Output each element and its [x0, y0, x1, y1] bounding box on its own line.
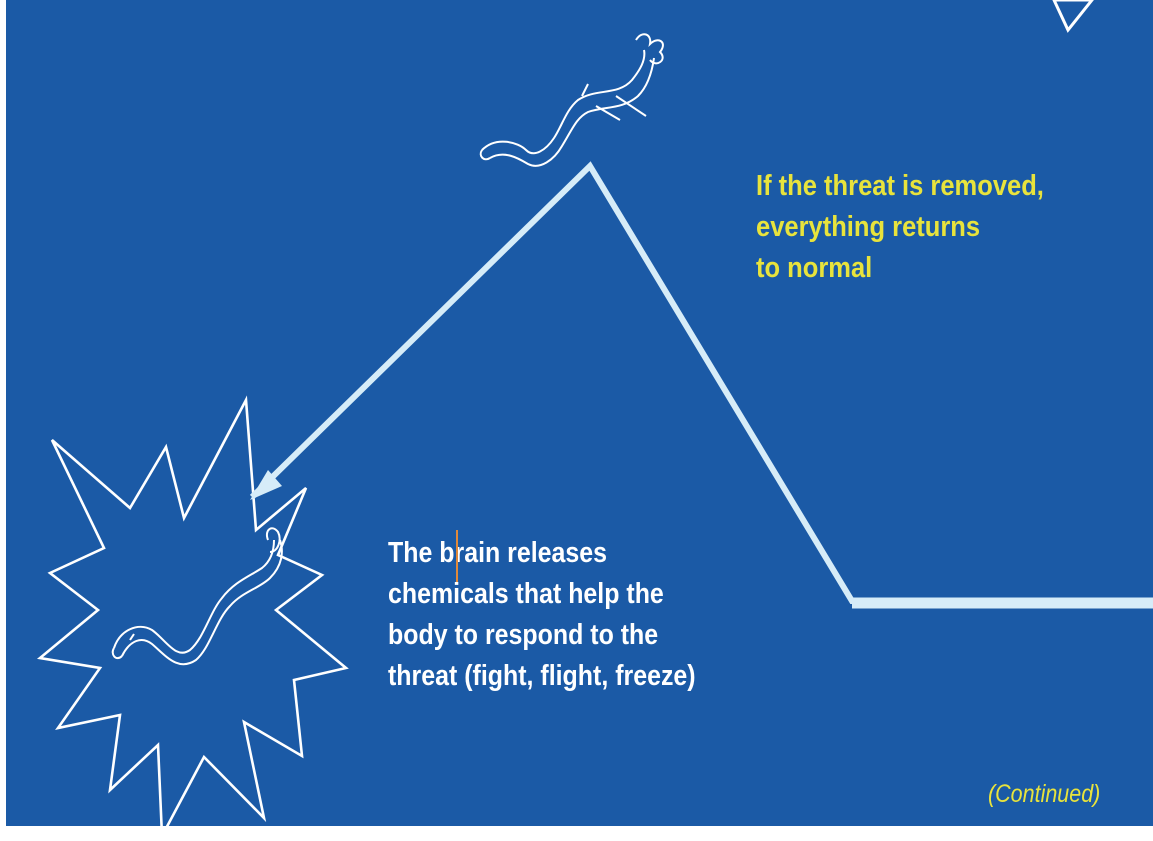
diagram-canvas: If the threat is removed, everything ret…	[6, 0, 1153, 826]
annotation-line: to normal	[756, 248, 1044, 289]
annotation-line: threat (fight, flight, freeze)	[388, 656, 696, 697]
corner-shape	[1054, 0, 1092, 30]
snake-icon	[113, 528, 282, 664]
brain-response-annotation: The brain releases chemicals that help t…	[388, 533, 696, 697]
text-cursor	[456, 530, 458, 582]
annotation-line: everything returns	[756, 207, 1044, 248]
annotation-line: body to respond to the	[388, 615, 696, 656]
annotation-line: If the threat is removed,	[756, 166, 1044, 207]
snake-icon	[481, 34, 663, 166]
threat-removed-annotation: If the threat is removed, everything ret…	[756, 166, 1044, 289]
threat-response-diagram	[6, 0, 1153, 826]
annotation-line: chemicals that help the	[388, 574, 696, 615]
starburst-icon	[40, 400, 346, 826]
annotation-line: The brain releases	[388, 533, 696, 574]
continued-label: (Continued)	[988, 780, 1100, 809]
